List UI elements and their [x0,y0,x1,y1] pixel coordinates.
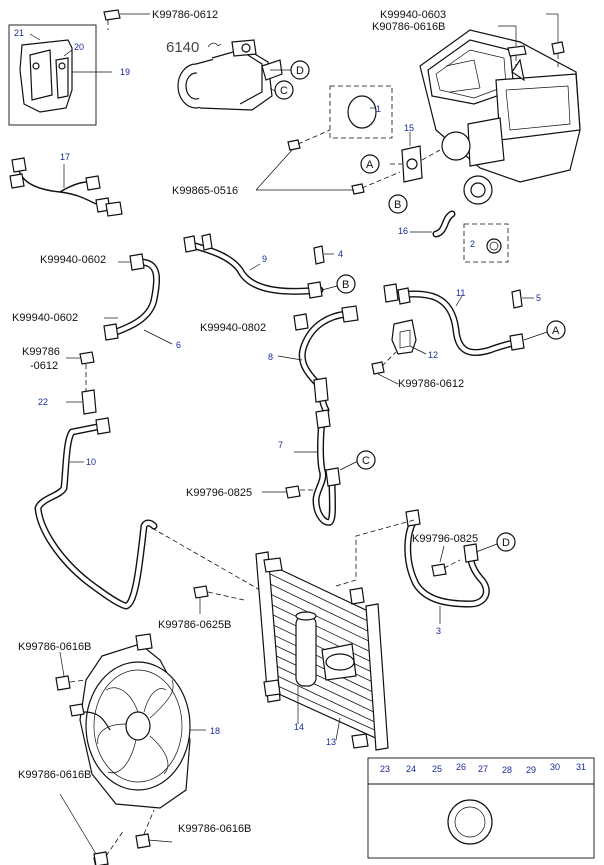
ref-1: 1 [376,104,381,114]
oring-box [463,223,509,263]
connector-c-pipe: C [362,455,370,467]
connector-b-top: B [394,199,401,211]
connector-c-top: C [280,85,288,97]
label-k99940-0602-a: K99940-0602 [40,254,106,266]
bracket-12 [371,319,427,385]
ref-11: 11 [456,288,465,298]
connector-d-pipe: D [502,537,510,549]
ref-10: 10 [86,457,96,467]
pipe-9 [183,233,324,299]
label-k99786-0616b-a: K99786-0616B [18,641,91,653]
bolt-0825-left [262,485,316,499]
drain-hose [410,210,456,238]
condenser [255,551,389,751]
labels: K99786-0612 K99940-0603 K90786-0616B 614… [12,9,478,835]
expansion-valve [390,132,441,183]
pipe-11 [383,283,525,356]
ref-18: 18 [210,726,220,736]
label-k99940-0603: K99940-0603 [380,9,446,21]
label-k99786-0612-top: K99786-0612 [152,9,218,21]
kit-27: 27 [478,764,488,774]
wire-harness [9,157,123,217]
connector-letters: D C A B B A C D [280,65,560,549]
ref-17: 17 [60,152,70,162]
ref-9: 9 [262,254,267,264]
connector-b-pipe: B [342,279,349,291]
label-k90786-0616b: K90786-0616B [372,21,445,33]
connector-a-top: A [366,159,374,171]
ref-14: 14 [294,722,304,732]
oring-kit-numbers: 23 24 25 26 27 28 29 30 31 [380,762,586,775]
kit-24: 24 [406,764,416,774]
ref-4: 4 [338,249,343,259]
ref-19: 19 [120,67,130,77]
ref-13: 13 [326,737,336,747]
kit-31: 31 [576,762,586,772]
ref-16: 16 [398,226,408,236]
pipe-3 [404,509,490,624]
bracket-assembly [8,9,150,126]
pipe-7 [294,409,361,526]
connector-d-top: D [296,65,304,77]
evaporator-unit [419,13,581,205]
ref-20: 20 [74,42,84,52]
label-k99786-0625b: K99786-0625B [158,619,231,631]
kit-25: 25 [432,764,442,774]
kit-23: 23 [380,764,390,774]
ref-8: 8 [268,352,273,362]
ref-2: 2 [470,239,475,249]
routing-dashes [151,519,415,591]
pipe-10 [34,417,158,610]
label-k99940-0802: K99940-0802 [200,322,266,334]
label-k99786-0612-mid-1: K99786 [22,346,60,358]
label-k99786-0616b-c: K99786-0616B [178,823,251,835]
gasket-box [329,85,393,139]
catalog-reference: 6140 [166,39,199,56]
reference-numbers: 1 2 3 4 5 6 7 8 9 10 11 12 13 14 15 16 1… [14,28,541,747]
kit-29: 29 [526,765,536,775]
cooling-fan [69,633,206,809]
ref-15: 15 [404,123,414,133]
bolt-0825-right [431,545,461,577]
label-k99786-0612-mid-2: -0612 [30,360,58,372]
clip-5 [511,289,534,309]
kit-30: 30 [550,762,560,772]
pipe-8 [277,305,359,414]
label-k99865-0516: K99865-0516 [172,185,238,197]
ref-21: 21 [14,28,24,38]
bolt-mid-left [66,351,95,392]
label-k99940-0602-b: K99940-0602 [12,312,78,324]
clip-4 [313,245,334,265]
ref-6: 6 [176,340,181,350]
screw-group-0516 [255,129,401,195]
ref-7: 7 [278,440,283,450]
compressor [177,39,292,111]
kit-28: 28 [502,765,512,775]
connector-a-pipe: A [552,325,560,337]
label-k99796-0825-a: K99796-0825 [186,487,252,499]
ref-3: 3 [436,626,441,636]
ref-22: 22 [38,397,48,407]
label-k99786-0616b-b: K99786-0616B [18,769,91,781]
label-k99796-0825-b: K99796-0825 [412,533,478,545]
pipe-6 [103,253,173,345]
kit-26: 26 [456,762,466,772]
fan-bolts [55,651,173,865]
bracket-22 [66,389,97,415]
arrow-icon [207,42,222,48]
ref-12: 12 [428,350,438,360]
bolt-0625b [193,585,245,614]
oring-kit-table [367,757,595,859]
label-k99786-0612-right: K99786-0612 [398,378,464,390]
ref-5: 5 [536,293,541,303]
connector-markers [274,60,566,553]
